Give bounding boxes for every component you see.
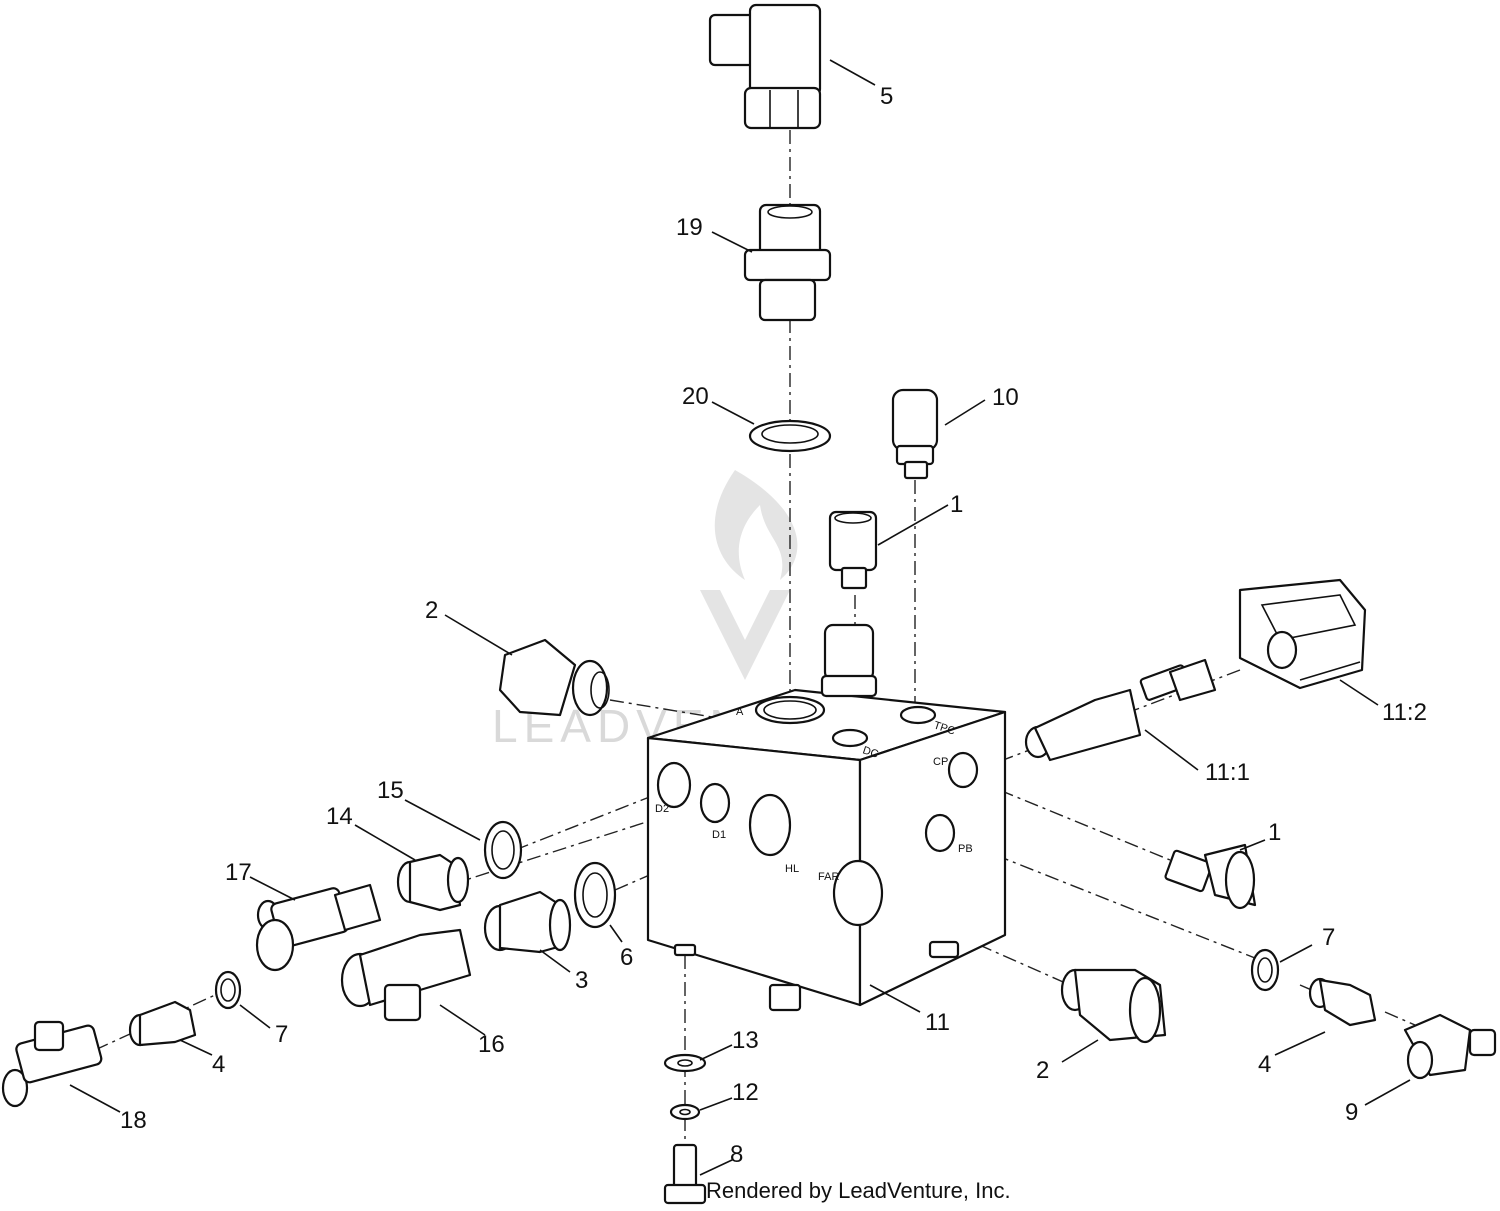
callout-11-2: 11:2 — [1382, 699, 1427, 726]
part-1-right-fitting[interactable] — [1164, 843, 1257, 910]
part-11-1-solenoid-cartridge[interactable] — [1024, 658, 1217, 762]
callout-11-1: 11:1 — [1205, 759, 1250, 786]
part-12-lock-washer[interactable] — [669, 1103, 701, 1121]
callout-4-left: 4 — [212, 1051, 225, 1078]
relief-cartridge[interactable] — [820, 623, 878, 698]
part-6-o-ring[interactable] — [573, 861, 617, 929]
callout-15: 15 — [377, 777, 404, 804]
port-label-hl: HL — [785, 863, 799, 875]
callout-19: 19 — [676, 214, 703, 241]
callout-13: 13 — [732, 1027, 759, 1054]
callout-1-right: 1 — [1268, 819, 1281, 846]
part-11-2-solenoid-coil[interactable] — [1238, 578, 1367, 690]
part-19-adapter[interactable] — [743, 203, 832, 322]
callout-12: 12 — [732, 1079, 759, 1106]
part-8-bolt[interactable] — [663, 1143, 707, 1205]
part-15-o-ring[interactable] — [483, 820, 523, 880]
part-1-top-fitting[interactable] — [828, 510, 878, 590]
port-label-d2: D2 — [655, 803, 669, 815]
part-10-plug[interactable] — [891, 388, 939, 480]
port-labels: A TPC DC CP D2 D1 HL PB FAR — [655, 706, 973, 883]
callout-5: 5 — [880, 83, 893, 110]
part-5-elbow-fitting[interactable] — [708, 3, 822, 130]
manifold-block[interactable] — [646, 688, 1007, 1012]
part-13-washer[interactable] — [663, 1053, 707, 1073]
callout-7-right: 7 — [1322, 924, 1335, 951]
watermark-logo-icon — [714, 470, 798, 580]
leader-lines — [69, 59, 1411, 1176]
part-7-left-washer[interactable] — [214, 970, 242, 1010]
callout-7-left: 7 — [275, 1021, 288, 1048]
part-18-tee-fitting[interactable] — [1, 1020, 103, 1108]
render-credit: Rendered by LeadVenture, Inc. — [706, 1178, 1011, 1203]
part-2-lower-fitting[interactable] — [1060, 968, 1167, 1044]
callout-14: 14 — [326, 803, 353, 830]
port-label-pb: PB — [958, 843, 973, 855]
callout-numbers: 5 19 20 10 1 2 11:2 11:1 15 14 17 1 6 3 … — [120, 83, 1427, 1168]
callout-1-top: 1 — [950, 491, 963, 518]
callout-11: 11 — [925, 1009, 950, 1036]
callout-18: 18 — [120, 1107, 147, 1134]
callout-17: 17 — [225, 859, 252, 886]
part-9-elbow-fitting[interactable] — [1403, 1013, 1497, 1080]
part-4-right-adapter[interactable] — [1308, 977, 1377, 1027]
callout-3: 3 — [575, 967, 588, 994]
part-16-tee-fitting[interactable] — [340, 928, 472, 1022]
callout-2-upper: 2 — [425, 597, 438, 624]
part-17-tee-fitting[interactable] — [255, 883, 382, 972]
part-4-left-adapter[interactable] — [128, 1000, 197, 1047]
part-2-upper-fitting[interactable] — [498, 638, 610, 717]
port-label-cp: CP — [933, 756, 948, 768]
callout-10: 10 — [992, 384, 1019, 411]
part-14-adapter[interactable] — [396, 853, 470, 912]
port-label-d1: D1 — [712, 829, 726, 841]
watermark-v-icon — [700, 590, 790, 680]
callout-2-lower: 2 — [1036, 1057, 1049, 1084]
port-label-a: A — [736, 706, 744, 718]
callout-16: 16 — [478, 1031, 505, 1058]
part-3-adapter[interactable] — [483, 890, 572, 954]
callout-20: 20 — [682, 383, 709, 410]
port-label-dc: DC — [861, 744, 880, 760]
callout-4-right: 4 — [1258, 1051, 1271, 1078]
callout-8: 8 — [730, 1141, 743, 1168]
part-20-o-ring[interactable] — [748, 419, 832, 453]
port-label-far: FAR — [818, 871, 839, 883]
callout-9: 9 — [1345, 1099, 1358, 1126]
part-7-right-washer[interactable] — [1250, 948, 1280, 992]
callout-6: 6 — [620, 944, 633, 971]
